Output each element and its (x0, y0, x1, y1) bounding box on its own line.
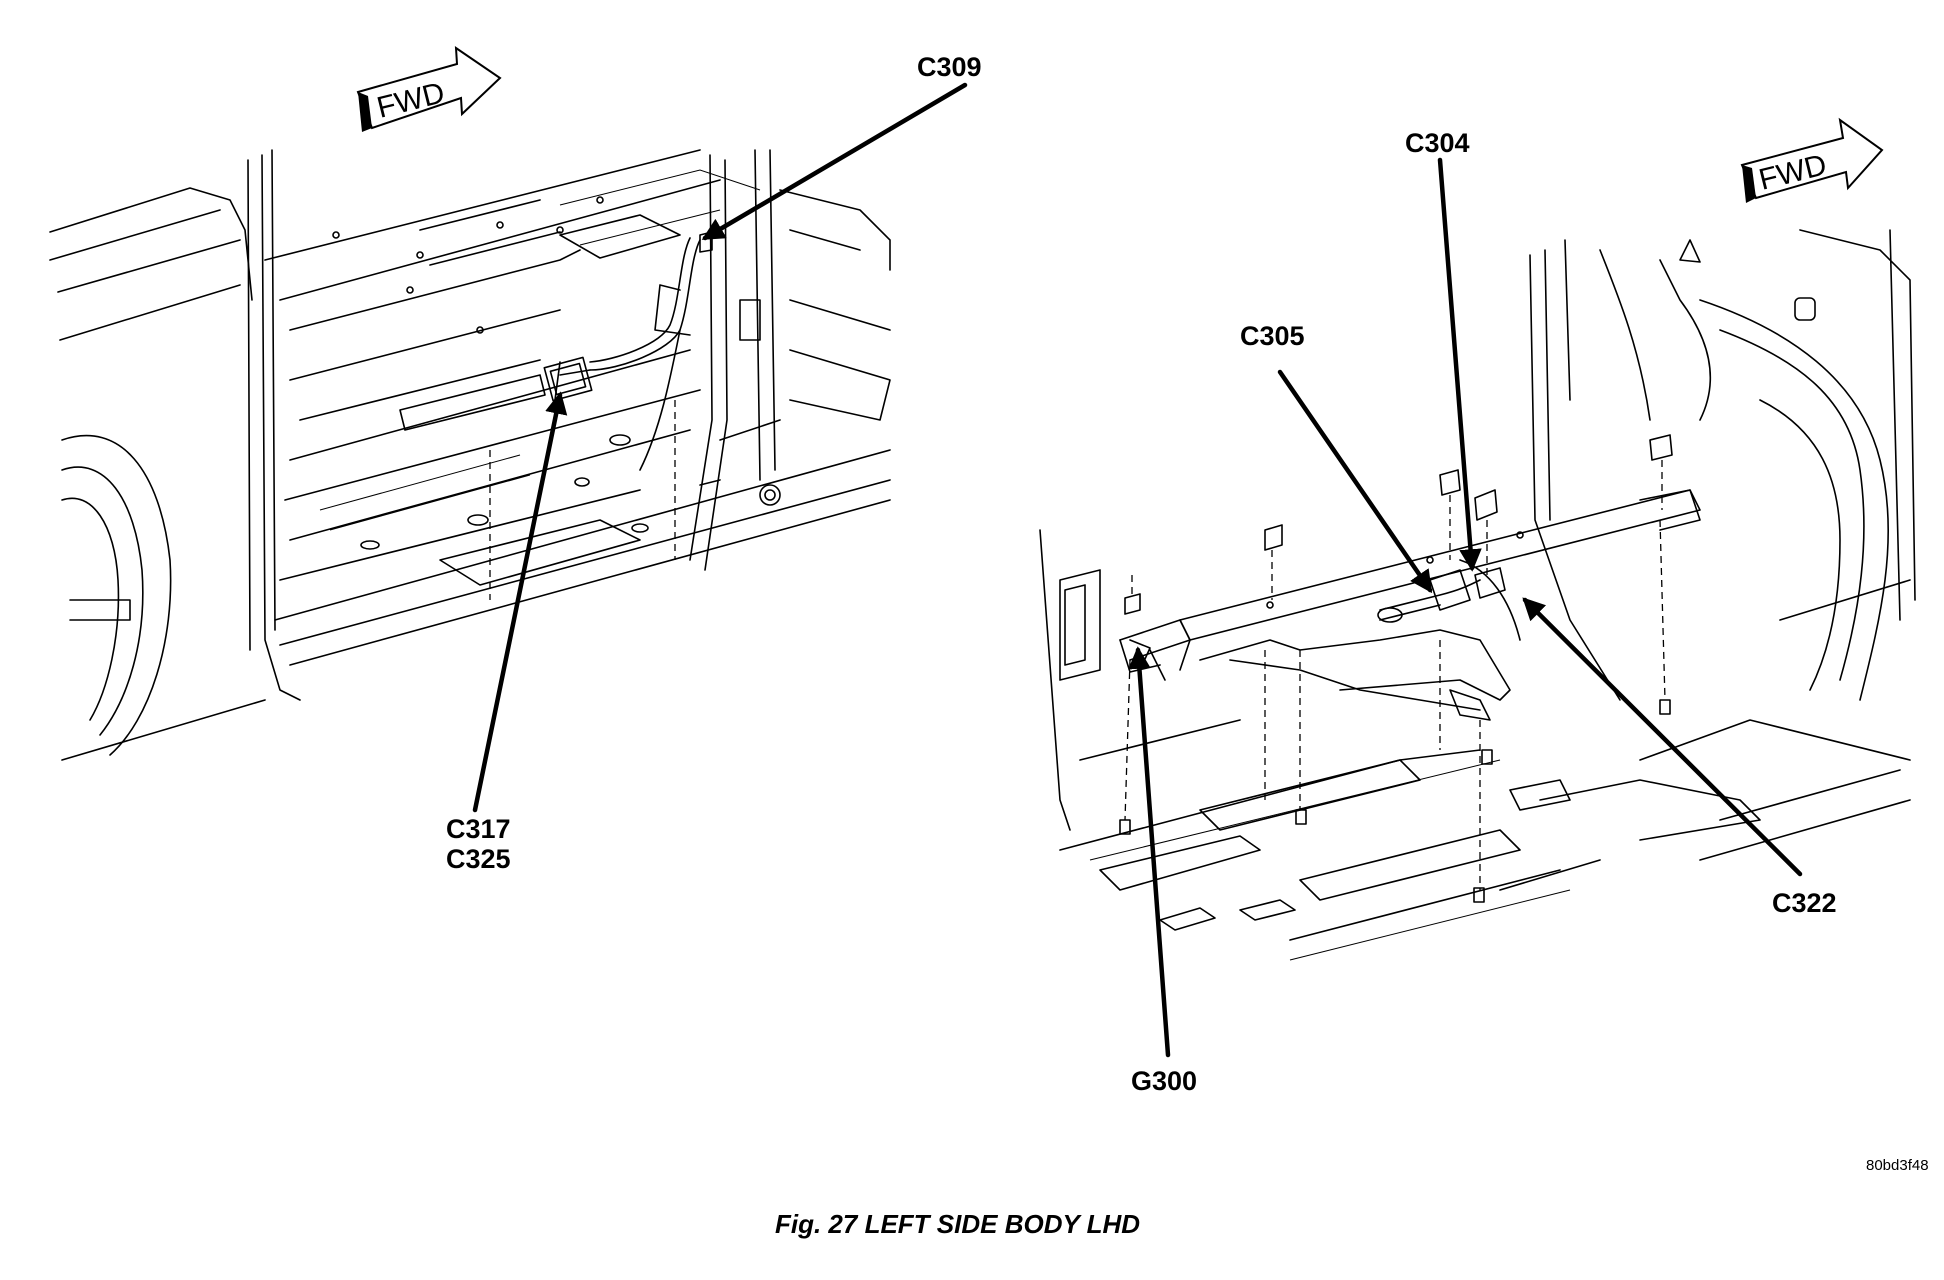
left-fwd-arrow: FWD (356, 46, 502, 132)
right-crossmember (1119, 489, 1701, 681)
right-body-outline (1529, 229, 1916, 701)
c304-leader (1437, 157, 1482, 572)
left-harness (543, 231, 713, 471)
callout-g300: G300 (1131, 1066, 1197, 1096)
c317-c325-leader (472, 391, 568, 813)
callout-c317: C317 (446, 814, 511, 844)
figure-reference-code: 80bd3f48 (1866, 1157, 1929, 1174)
left-floor-pan (264, 149, 891, 666)
callout-c305: C305 (1240, 321, 1305, 351)
callout-c325: C325 (446, 844, 511, 874)
c305-leader (1277, 369, 1433, 594)
right-fwd-arrow: FWD (1740, 117, 1884, 203)
right-fwd-label: FWD (1756, 148, 1830, 197)
right-view-drawing: FWD (1039, 117, 1916, 1058)
right-floor (1039, 529, 1911, 961)
callout-c304: C304 (1405, 128, 1470, 158)
g300-leader (1128, 646, 1171, 1058)
right-fasteners (1119, 434, 1673, 903)
left-view-drawing: FWD (49, 46, 968, 813)
left-body-outline (49, 149, 301, 761)
figure-caption: Fig. 27 LEFT SIDE BODY LHD (775, 1209, 1140, 1239)
callout-c322: C322 (1772, 888, 1837, 918)
c322-leader (1522, 597, 1803, 877)
callout-c309: C309 (917, 52, 982, 82)
left-b-pillar (689, 149, 891, 571)
c309-leader (701, 82, 968, 241)
